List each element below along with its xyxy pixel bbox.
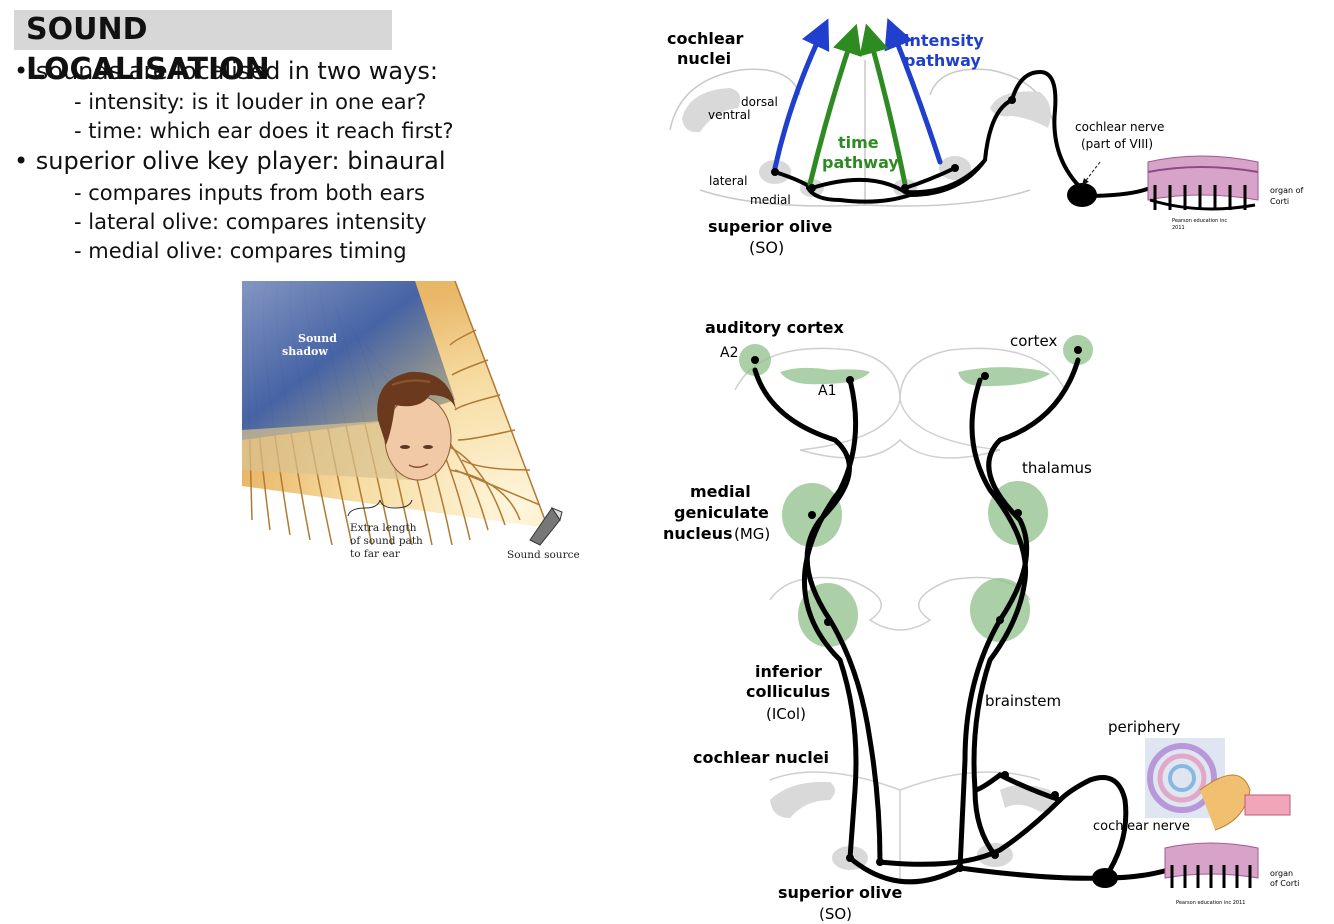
organ-of-corti-top [1147,155,1259,211]
periphery-cochlea-icon [1145,738,1291,831]
mg-label-1: medial [690,482,751,501]
organ-of-corti-bottom-label-1: organ [1270,869,1293,878]
a2-label: A2 [720,345,738,361]
top-superior-olive-label: superior olive [708,217,832,236]
a1-label: A1 [818,383,836,399]
head-illustration [377,371,456,481]
organ-of-corti-top-label-2: Corti [1270,197,1289,206]
periphery-label: periphery [1108,718,1181,736]
top-pathway-lines [773,69,1152,204]
extra-length-label-1: Extra length [350,522,417,534]
bottom-cochlear-nuclei-label: cochlear nuclei [693,748,829,767]
cortex-label: cortex [1010,332,1057,350]
inferior-colliculus-label-1: inferior [755,662,822,681]
bottom-neurons [751,346,1082,872]
time-pathway-arrows [807,23,908,187]
dorsal-label: dorsal [741,95,778,109]
bottom-so-label: (SO) [819,905,852,923]
sound-shadow-figure: Sound shadow Extra length of sound path … [242,280,580,561]
extra-length-brace [347,499,413,517]
thalamus-label: thalamus [1022,459,1092,477]
organ-of-corti-bottom [1164,842,1259,888]
bottom-brain-outline [734,347,1066,880]
sub-medial-olive: - medial olive: compares timing [74,239,407,263]
organ-of-corti-bottom-label-2: of Corti [1270,879,1299,888]
sound-source-icon [529,506,563,546]
sound-shadow-label-1: Sound [298,332,337,345]
top-credit-1: Pearson education inc [1172,218,1227,224]
top-cochlear-nuclei-label-2: nuclei [677,49,731,68]
sound-source-label: Sound source [507,549,580,561]
sound-shadow-label-2: shadow [282,345,328,358]
brainstem-label: brainstem [985,692,1061,710]
intensity-pathway-label-2: pathway [904,51,981,70]
extra-length-label-3: to far ear [350,548,401,560]
top-neurons [771,96,1016,192]
time-pathway-label-2: pathway [822,153,899,172]
top-so-label: (SO) [749,238,784,257]
cochlear-nerve-label-1: cochlear nerve [1075,120,1164,134]
bottom-pathway-lines [752,357,1171,885]
time-pathway-label-1: time [838,133,879,152]
bottom-cochlear-nerve-label: cochlear nerve [1093,819,1190,834]
mg-label-3: nucleus [663,524,733,543]
sub-lateral-olive: - lateral olive: compares intensity [74,210,427,234]
cochlear-nerve-label-2: (part of VIII) [1081,137,1153,151]
mg-label-2: geniculate [674,503,769,522]
top-cochlear-nuclei-label-1: cochlear [667,29,743,48]
bottom-gray-nuclei [770,781,1054,870]
green-nuclei [739,335,1093,647]
icol-label: (ICol) [766,705,806,723]
mg-abbrev-label: (MG) [734,525,770,543]
top-credit-2: 2011 [1172,225,1185,231]
ventral-label: ventral [708,108,750,122]
intensity-pathway-arrows [772,18,943,171]
intensity-pathway-label-1: intensity [904,31,984,50]
medial-label: medial [750,193,791,207]
cochlear-nerve-pointer [1081,161,1101,187]
bullet-superior-olive: • superior olive key player: binaural [14,147,446,175]
sub-intensity: - intensity: is it louder in one ear? [74,90,427,114]
bullet-ways: • sounds are localised in two ways: [14,57,438,85]
bottom-credit: Pearson education inc 2011 [1176,900,1245,906]
sub-compares-both: - compares inputs from both ears [74,181,425,205]
auditory-cortex-label: auditory cortex [705,318,845,337]
slide-title: SOUND LOCALISATION [14,10,392,87]
sub-time: - time: which ear does it reach first? [74,119,454,143]
spiral-ganglion-top [1067,183,1097,207]
inferior-colliculus-label-2: colliculus [746,682,830,701]
bottom-superior-olive-label: superior olive [778,883,902,902]
lateral-label: lateral [709,174,747,188]
spiral-ganglion-bottom [1092,868,1118,888]
extra-length-label-2: of sound path [350,535,423,547]
organ-of-corti-top-label-1: organ of [1270,186,1304,195]
